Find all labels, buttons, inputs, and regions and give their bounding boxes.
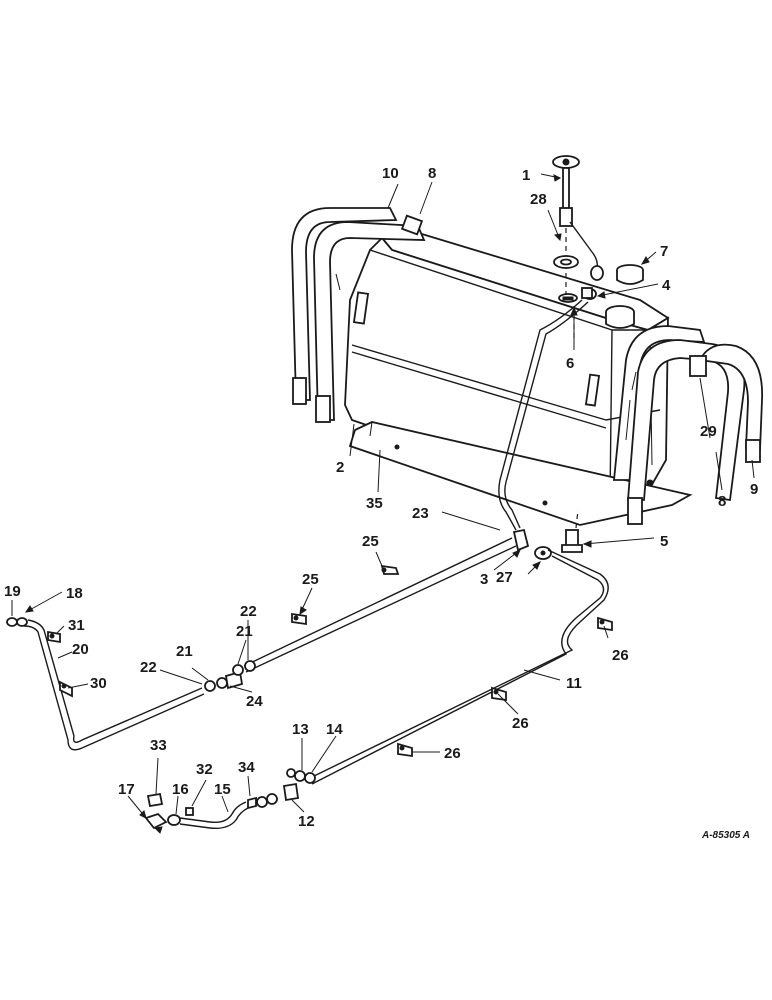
- callout-35: 35: [366, 495, 383, 512]
- fuel-line-20: [23, 619, 205, 751]
- callout-21-left: 21: [176, 643, 193, 660]
- elbow-17: [144, 812, 168, 834]
- tank-elbow-fitting: [581, 287, 597, 300]
- clip-30: [59, 680, 73, 698]
- clip-31: [47, 630, 61, 644]
- callout-22-left: 22: [140, 659, 157, 676]
- fitting-33: [146, 792, 164, 808]
- fittings-34: [247, 793, 278, 810]
- callout-24: 24: [246, 693, 263, 710]
- shutoff-valve: [561, 509, 583, 553]
- drawing-code: A-85305 A: [701, 830, 750, 841]
- fittings-13-14: [294, 770, 316, 784]
- callout-21-top: 21: [236, 623, 253, 640]
- callout-9: 9: [750, 481, 758, 498]
- fuel-line-11: [309, 549, 609, 785]
- callout-14: 14: [326, 721, 343, 738]
- callout-25-upper: 25: [362, 533, 379, 550]
- callout-10: 10: [382, 165, 399, 182]
- callout-18: 18: [66, 585, 83, 602]
- left-straps: [291, 207, 426, 423]
- right-straps: [613, 325, 763, 525]
- connector-cluster: [204, 660, 256, 692]
- callout-16: 16: [172, 781, 189, 798]
- clip-25-upper: [380, 564, 400, 575]
- clip-25-lower: [291, 612, 307, 626]
- callout-30: 30: [90, 675, 107, 692]
- clip-26-c: [397, 742, 413, 758]
- callout-7: 7: [660, 243, 668, 260]
- callout-20: 20: [72, 641, 89, 658]
- callout-8-right: 8: [718, 493, 726, 510]
- elbow-fitting-3: [512, 528, 530, 552]
- clip-26-b: [491, 686, 507, 702]
- fitting-16-32: [167, 807, 194, 826]
- fuel-line-15: [179, 801, 249, 830]
- callout-12: 12: [298, 813, 315, 830]
- callout-31: 31: [68, 617, 85, 634]
- sender-gasket: [553, 255, 579, 269]
- fitting-27: [534, 546, 552, 560]
- callout-25-lower: 25: [302, 571, 319, 588]
- callout-17: 17: [118, 781, 135, 798]
- fuel-gauge-sender: [552, 155, 604, 300]
- clip-26-a: [597, 616, 613, 632]
- callout-1: 1: [522, 167, 530, 184]
- callout-8-top: 8: [428, 165, 436, 182]
- callout-2: 2: [336, 459, 344, 476]
- callout-11: 11: [566, 675, 582, 692]
- callout-22-top: 22: [240, 603, 257, 620]
- callout-labels: 1 2 3 4 5 6 7 8 8 9 10 11 12 13 14 15 16…: [4, 165, 758, 830]
- callout-28: 28: [530, 191, 547, 208]
- fittings-18-19: [6, 617, 28, 627]
- leader-lines: [11, 173, 755, 819]
- callout-5: 5: [660, 533, 668, 550]
- callout-3: 3: [480, 571, 488, 588]
- callout-6: 6: [566, 355, 574, 372]
- callout-19: 19: [4, 583, 21, 600]
- callout-33: 33: [150, 737, 167, 754]
- callout-32: 32: [196, 761, 213, 778]
- base-plate: [348, 421, 693, 526]
- callout-34: 34: [238, 759, 255, 776]
- filler-cap: [616, 264, 644, 285]
- callout-23: 23: [412, 505, 429, 522]
- callout-26-a: 26: [612, 647, 629, 664]
- callout-13: 13: [292, 721, 309, 738]
- callout-4: 4: [662, 277, 671, 294]
- callout-29: 29: [700, 423, 717, 440]
- callout-27: 27: [496, 569, 513, 586]
- callout-15: 15: [214, 781, 231, 798]
- callout-26-c: 26: [444, 745, 461, 762]
- callout-26-b: 26: [512, 715, 529, 732]
